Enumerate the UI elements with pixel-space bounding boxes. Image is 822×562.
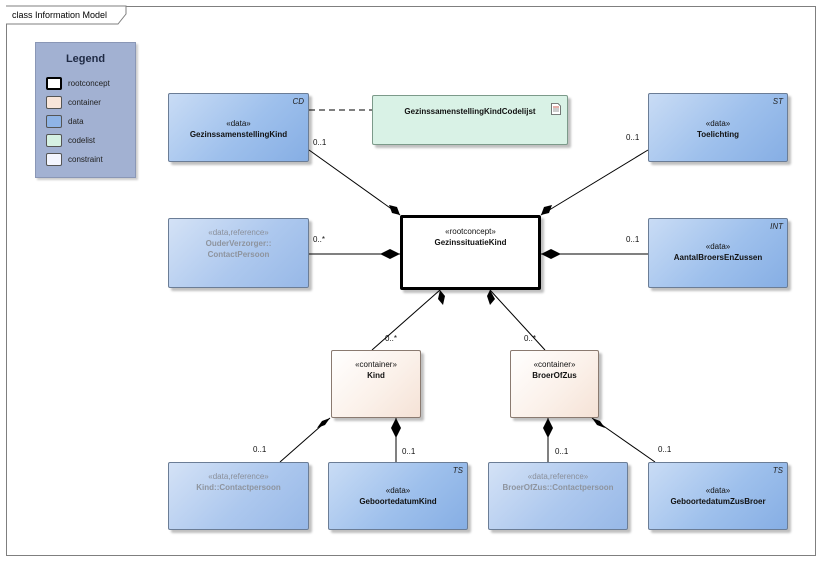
connector-broer: [489, 289, 546, 351]
stereotype-label: «data,reference»: [527, 472, 589, 481]
class-gezinssamenstelling-kind-codelijst[interactable]: GezinssamenstellingKindCodelijst: [372, 95, 568, 145]
multiplicity-geboortekind: 0..1: [402, 447, 416, 456]
legend-swatch-constraint: [46, 152, 62, 166]
class-broer-of-zus-contactpersoon[interactable]: «data,reference» BroerOfZus::Contactpers…: [488, 462, 628, 530]
stereotype-label: «data»: [705, 242, 731, 251]
legend-item-rootconcept: rootconcept: [46, 76, 110, 90]
multiplicity-kind: 0..*: [385, 334, 398, 343]
legend-swatch-container: [46, 95, 62, 109]
stereotype-label: «data»: [705, 119, 731, 128]
legend-label: codelist: [68, 135, 96, 145]
class-kind-container[interactable]: «container» Kind: [331, 350, 421, 418]
class-aantal-broers-en-zussen[interactable]: INT «data» AantalBroersEnZussen: [648, 218, 788, 288]
legend-item-container: container: [46, 95, 101, 109]
legend-label: data: [68, 116, 84, 126]
multiplicity-broercontact: 0..1: [555, 447, 569, 456]
diamond-ouder: [380, 249, 400, 259]
type-tag: CD: [292, 97, 304, 106]
class-name: GezinssituatieKind: [434, 238, 507, 247]
type-tag: INT: [770, 222, 783, 231]
legend-label: constraint: [68, 154, 103, 164]
class-name-line2: ContactPersoon: [207, 250, 270, 259]
class-name: GezinssamenstellingKindCodelijst: [404, 107, 536, 116]
stereotype-label: «data,reference»: [208, 228, 269, 237]
legend-title: Legend: [65, 53, 106, 65]
stereotype-label: «data»: [705, 486, 731, 495]
class-ouder-verzorger-contactpersoon[interactable]: «data,reference» OuderVerzorger:: Contac…: [168, 218, 309, 288]
stereotype-label: «data»: [226, 119, 251, 128]
legend-item-constraint: constraint: [46, 152, 103, 166]
diagram-title: class Information Model: [12, 10, 108, 20]
class-name-line1: OuderVerzorger::: [205, 239, 272, 248]
diamond-toelichting: [541, 205, 552, 215]
legend: Legend rootconcept container data codeli…: [35, 42, 136, 178]
class-broer-of-zus-container[interactable]: «container» BroerOfZus: [510, 350, 599, 418]
diamond-geboortekind: [391, 418, 401, 438]
stereotype-label: «data»: [385, 486, 411, 495]
type-tag: TS: [452, 466, 463, 475]
type-tag: TS: [772, 466, 783, 475]
class-gezinssamenstelling-kind[interactable]: CD «data» GezinssamenstellingKind: [168, 93, 309, 162]
document-icon: [551, 103, 561, 115]
legend-swatch-codelist: [46, 133, 62, 147]
connector-gezinssamenstelling: [308, 149, 401, 216]
stereotype-label: «data,reference»: [208, 472, 269, 481]
diagram-frame: [6, 6, 816, 556]
diagram-tab-outline: [6, 5, 127, 25]
class-name: BroerOfZus::Contactpersoon: [502, 483, 614, 492]
legend-item-data: data: [46, 114, 84, 128]
diamond-aantal: [541, 249, 561, 259]
multiplicity-gezinssamenstelling: 0..1: [313, 138, 327, 147]
class-kind-contactpersoon[interactable]: «data,reference» Kind::Contactpersoon: [168, 462, 309, 530]
connector-toelichting: [540, 149, 649, 216]
legend-swatch-data: [46, 114, 62, 128]
stereotype-label: «container»: [355, 360, 397, 369]
legend-item-codelist: codelist: [46, 133, 95, 147]
diamond-kindcontact: [317, 418, 330, 428]
multiplicity-geboortebroer: 0..1: [658, 445, 672, 454]
class-name: GeboortedatumKind: [359, 497, 437, 506]
multiplicity-toelichting: 0..1: [626, 133, 640, 142]
stereotype-label: «rootconcept»: [445, 227, 496, 236]
legend-swatch-rootconcept: [46, 76, 62, 90]
class-name: GeboortedatumZusBroer: [670, 497, 766, 506]
diamond-geboortebroer: [592, 418, 605, 428]
legend-label: container: [68, 97, 101, 107]
class-name: BroerOfZus: [532, 371, 577, 380]
type-tag: ST: [772, 97, 783, 106]
multiplicity-aantal: 0..1: [626, 235, 640, 244]
multiplicity-broer: 0..*: [524, 334, 537, 343]
class-geboortedatum-zus-broer[interactable]: TS «data» GeboortedatumZusBroer: [648, 462, 788, 530]
multiplicity-kindcontact: 0..1: [253, 445, 267, 454]
class-geboortedatum-kind[interactable]: TS «data» GeboortedatumKind: [328, 462, 468, 530]
class-gezinssituatie-kind-root[interactable]: «rootconcept» GezinssituatieKind: [400, 215, 541, 290]
class-name: Toelichting: [696, 130, 740, 139]
diamond-kind: [438, 290, 445, 305]
diamond-broercontact: [543, 418, 553, 438]
class-name: GezinssamenstellingKind: [189, 130, 288, 139]
diamond-broer: [487, 290, 495, 305]
diamond-gezinssamenstelling: [389, 205, 400, 215]
class-name: Kind: [367, 371, 385, 380]
stereotype-label: «container»: [533, 360, 576, 369]
legend-label: rootconcept: [68, 78, 110, 88]
multiplicity-ouder: 0..*: [313, 235, 326, 244]
connector-kind: [371, 289, 441, 351]
class-name: Kind::Contactpersoon: [196, 483, 281, 492]
class-toelichting[interactable]: ST «data» Toelichting: [648, 93, 788, 162]
class-name: AantalBroersEnZussen: [673, 253, 763, 262]
